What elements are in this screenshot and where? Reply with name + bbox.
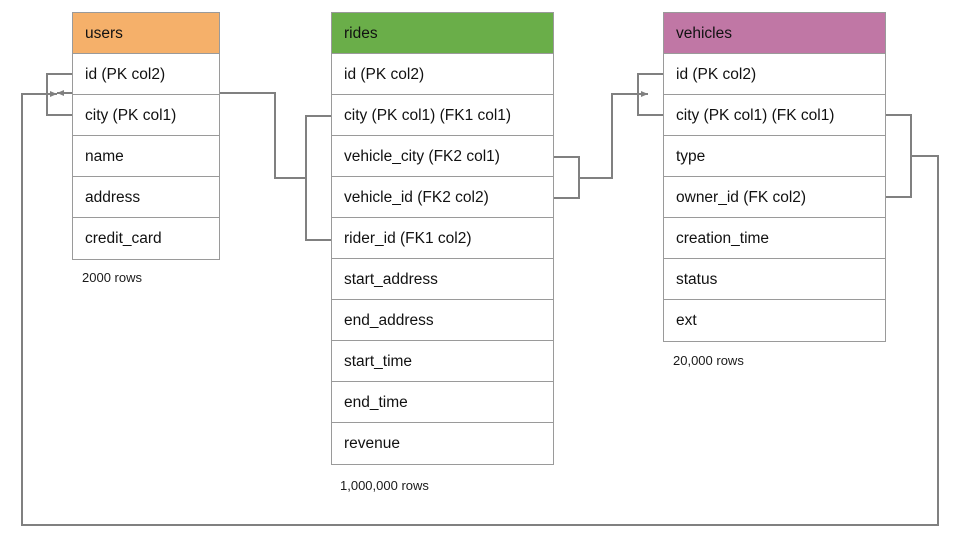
table-rides[interactable]: rides id (PK col2) city (PK col1) (FK1 c… [331, 12, 554, 465]
table-rides-column-rider-id[interactable]: rider_id (FK1 col2) [332, 218, 553, 259]
table-rides-column-end-address[interactable]: end_address [332, 300, 553, 341]
vehicles-right-bracket [886, 114, 912, 198]
vehicles-left-bracket [637, 73, 663, 116]
table-rides-column-id[interactable]: id (PK col2) [332, 54, 553, 95]
table-vehicles-title: vehicles [664, 13, 885, 54]
table-rides-row-count: 1,000,000 rows [340, 478, 429, 493]
table-rides-column-end-time[interactable]: end_time [332, 382, 553, 423]
table-users-row-count: 2000 rows [82, 270, 142, 285]
table-vehicles-column-status[interactable]: status [664, 259, 885, 300]
table-vehicles-row-count: 20,000 rows [673, 353, 744, 368]
rides-left-bracket [305, 115, 331, 241]
table-vehicles-column-id[interactable]: id (PK col2) [664, 54, 885, 95]
rides-right-bracket [554, 156, 580, 199]
table-vehicles-column-city[interactable]: city (PK col1) (FK col1) [664, 95, 885, 136]
table-users[interactable]: users id (PK col2) city (PK col1) name a… [72, 12, 220, 260]
table-rides-column-start-address[interactable]: start_address [332, 259, 553, 300]
table-rides-column-city[interactable]: city (PK col1) (FK1 col1) [332, 95, 553, 136]
table-rides-column-vehicle-city[interactable]: vehicle_city (FK2 col1) [332, 136, 553, 177]
table-users-column-id[interactable]: id (PK col2) [73, 54, 219, 95]
table-vehicles-column-ext[interactable]: ext [664, 300, 885, 341]
edge-rides-to-vehicles [579, 91, 648, 179]
table-users-column-name[interactable]: name [73, 136, 219, 177]
table-rides-column-start-time[interactable]: start_time [332, 341, 553, 382]
table-users-column-city[interactable]: city (PK col1) [73, 95, 219, 136]
table-rides-column-vehicle-id[interactable]: vehicle_id (FK2 col2) [332, 177, 553, 218]
users-left-bracket [46, 73, 72, 116]
table-users-column-address[interactable]: address [73, 177, 219, 218]
table-vehicles-column-type[interactable]: type [664, 136, 885, 177]
table-vehicles-column-owner-id[interactable]: owner_id (FK col2) [664, 177, 885, 218]
table-rides-column-revenue[interactable]: revenue [332, 423, 553, 464]
table-vehicles[interactable]: vehicles id (PK col2) city (PK col1) (FK… [663, 12, 886, 342]
table-vehicles-column-creation-time[interactable]: creation_time [664, 218, 885, 259]
table-users-column-credit-card[interactable]: credit_card [73, 218, 219, 259]
table-users-title: users [73, 13, 219, 54]
table-rides-title: rides [332, 13, 553, 54]
